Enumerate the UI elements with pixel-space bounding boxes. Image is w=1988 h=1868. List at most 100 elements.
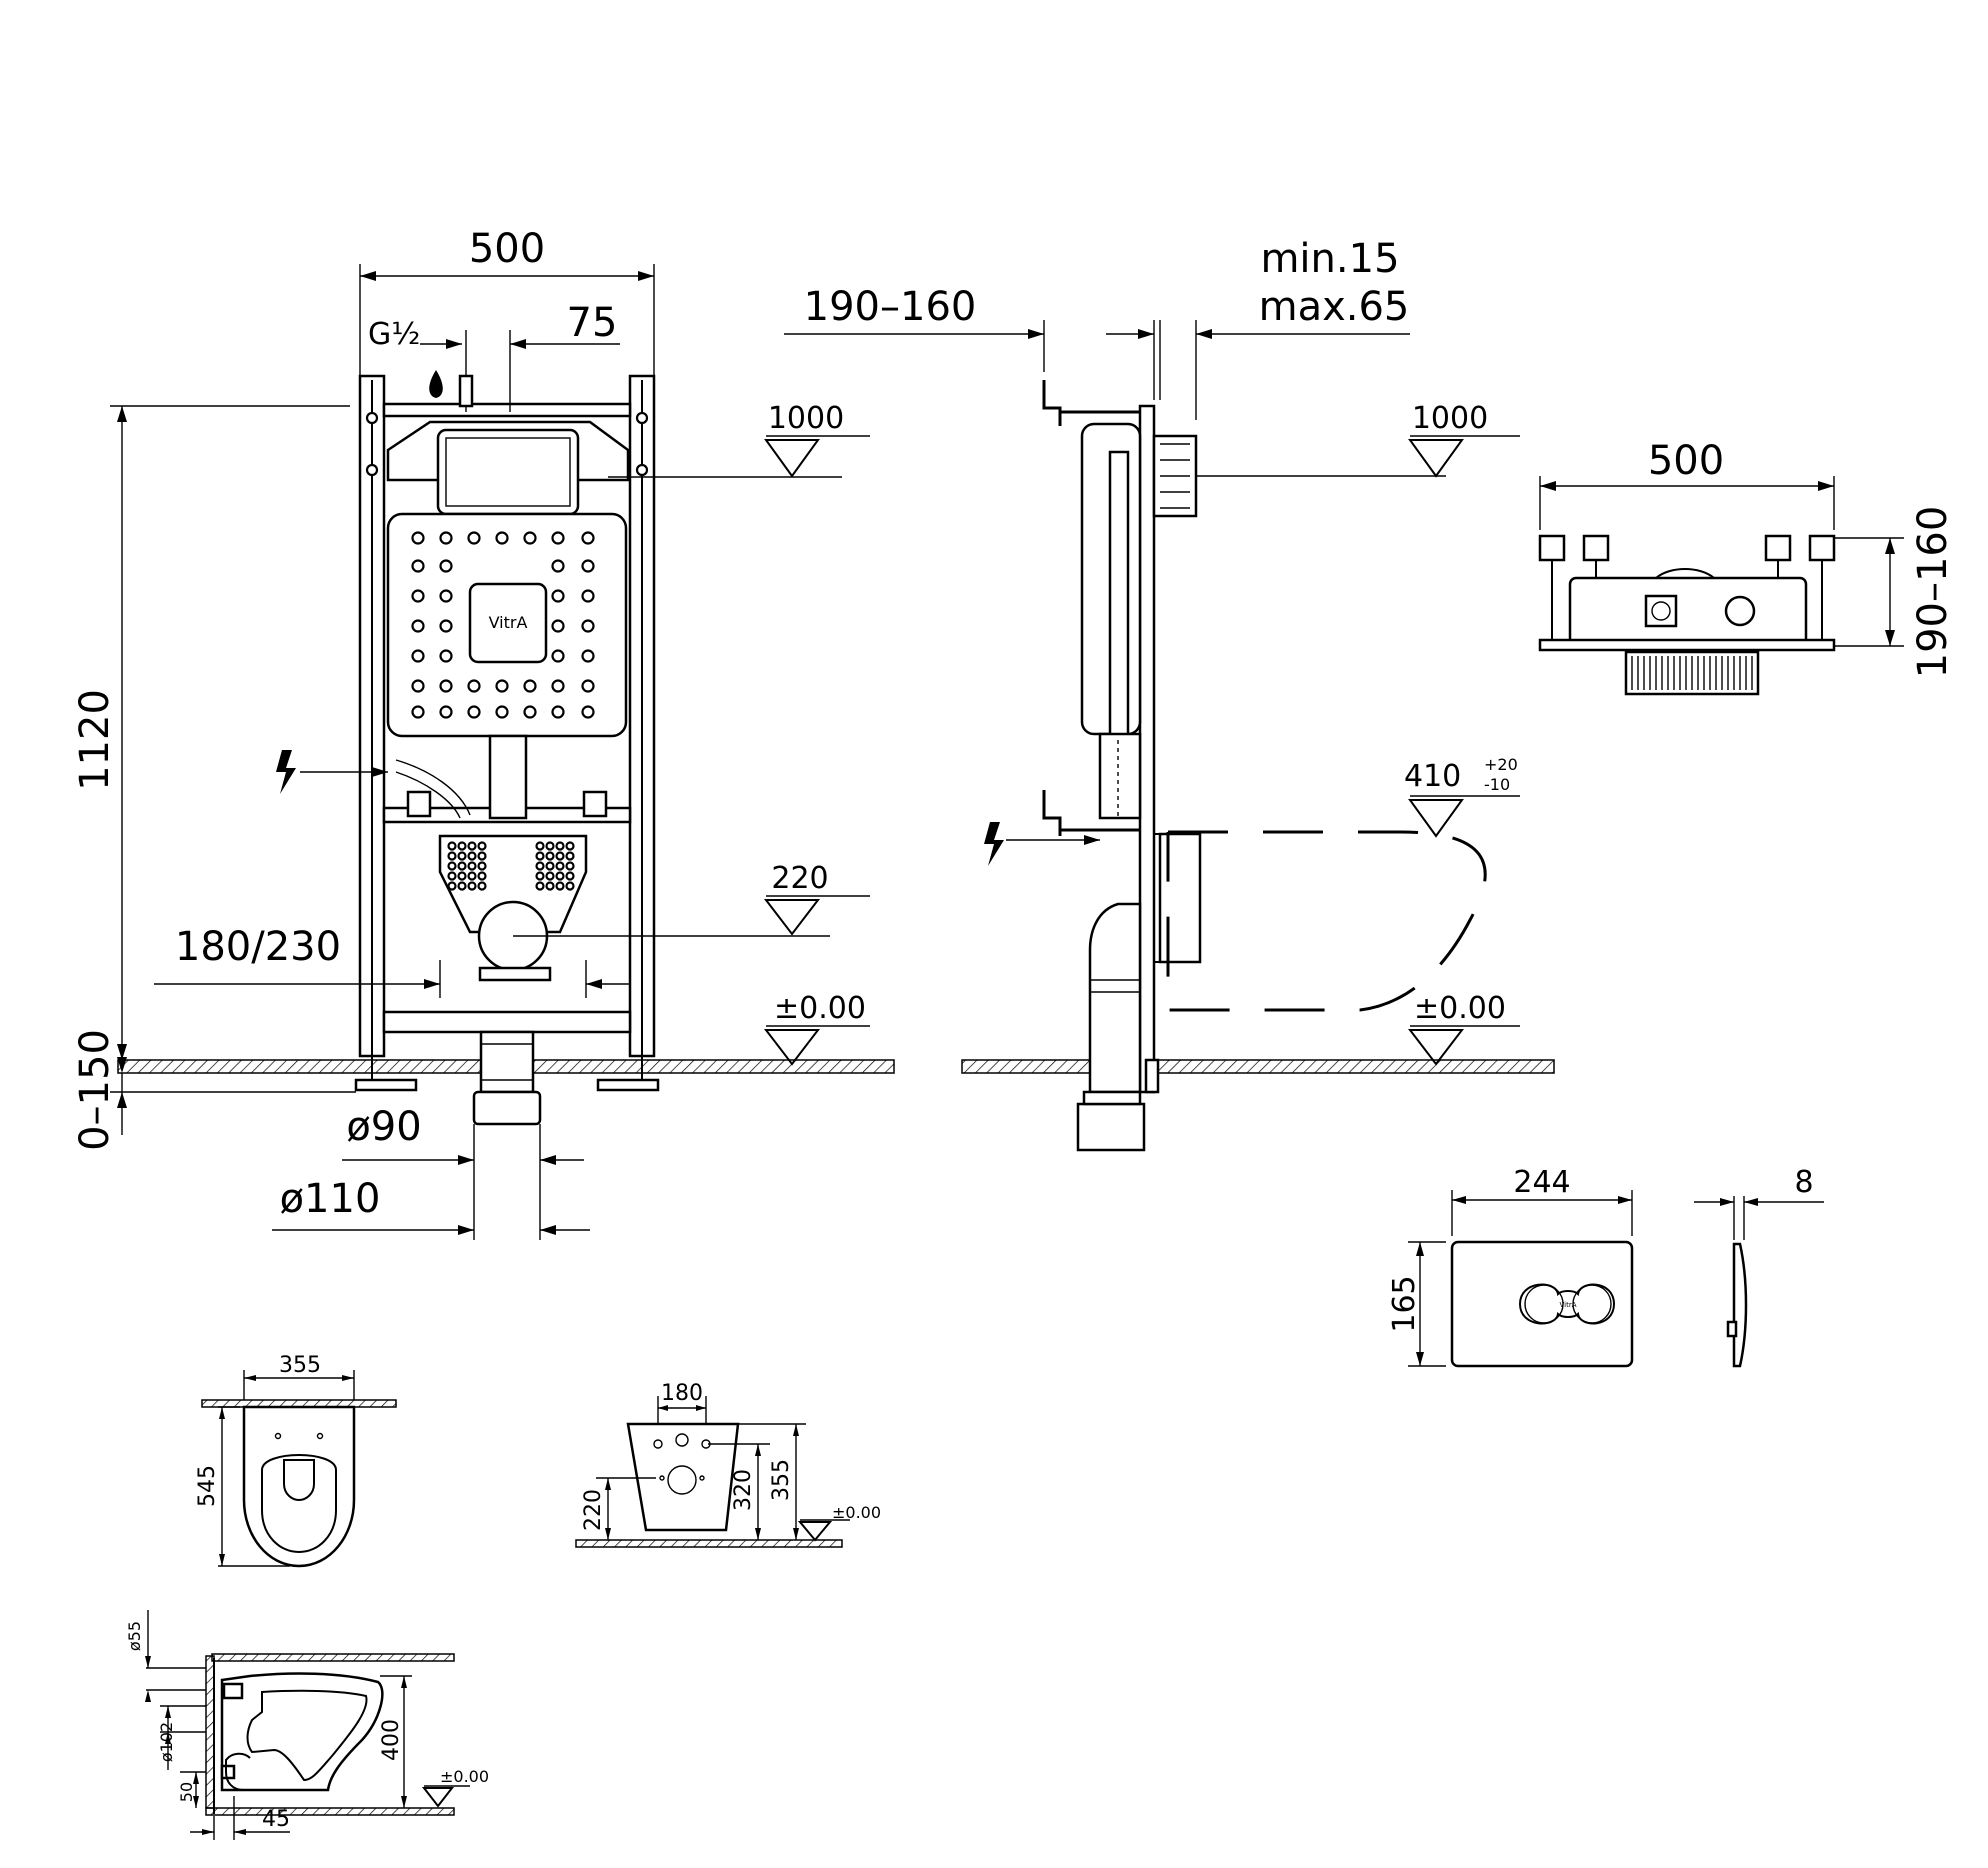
mount-dot — [447, 871, 457, 881]
side-floor-level-marker — [1407, 1029, 1465, 1066]
mount-dot — [535, 841, 545, 851]
frame-bottom-bar — [382, 1010, 632, 1034]
top-width-label: 500 — [1648, 438, 1724, 484]
mount-dot-grid — [447, 841, 575, 891]
side-frame-upright — [1138, 404, 1156, 1094]
cistern-dot — [439, 559, 453, 573]
cistern-dot — [551, 619, 565, 633]
frame-left-foot — [354, 1078, 418, 1092]
bowl-top-view: 355 545 — [195, 1353, 397, 1568]
side-flush-level: 1000 — [1412, 401, 1488, 436]
cistern-dot — [551, 705, 565, 719]
mount-dot — [477, 871, 487, 881]
wall-min-label: min.15 — [1260, 236, 1399, 282]
mount-dot — [565, 871, 575, 881]
cistern-dot — [411, 559, 425, 573]
cistern-dot — [581, 705, 595, 719]
drain-level-label: 220 — [771, 861, 828, 896]
flush-plate — [1450, 1240, 1634, 1368]
side-cistern-pipe — [1108, 450, 1130, 740]
bowl-tol-minus: -10 — [1484, 775, 1510, 794]
cistern-dot — [411, 679, 425, 693]
bowl-length-label: 545 — [195, 1465, 220, 1507]
cistern-dot — [581, 619, 595, 633]
cistern-dot — [411, 705, 425, 719]
bowl-front-floor-level: ±0.00 — [832, 1503, 881, 1522]
cistern-dot — [581, 589, 595, 603]
front-floor-level: ±0.00 — [774, 991, 866, 1026]
cistern-dot — [411, 619, 425, 633]
fixing-spacing-label: 180/230 — [175, 924, 341, 970]
bowl-top-water — [283, 1459, 315, 1502]
mount-dot — [477, 861, 487, 871]
water-inlet-icon — [429, 370, 443, 398]
right-bracket — [582, 790, 608, 818]
bowl-side-floor-level: ±0.00 — [440, 1767, 489, 1786]
mount-dot — [467, 871, 477, 881]
side-electric-icon — [984, 822, 1004, 866]
wall-max-label: max.65 — [1259, 284, 1410, 330]
plate-brand: VitrA — [1560, 1301, 1577, 1309]
mount-dot — [545, 841, 555, 851]
mount-dot — [555, 851, 565, 861]
cistern-dot — [495, 679, 509, 693]
mount-dot — [555, 861, 565, 871]
outlet-height-label: 50 — [177, 1782, 196, 1802]
cistern-dot — [439, 619, 453, 633]
frame-top-bar — [382, 402, 632, 418]
front-floor-level-marker — [763, 1029, 821, 1066]
cistern-dot — [523, 679, 537, 693]
cistern-dot — [551, 559, 565, 573]
mount-dot — [467, 841, 477, 851]
plate-thickness-label: 8 — [1794, 1165, 1813, 1200]
mount-dot — [457, 881, 467, 891]
cistern-dot — [467, 531, 481, 545]
bowl-width-label: 355 — [279, 1353, 321, 1378]
mount-dot — [565, 841, 575, 851]
mount-dot — [447, 841, 457, 851]
mount-dot — [535, 881, 545, 891]
cistern-dot — [467, 705, 481, 719]
thread-label: G½ — [368, 317, 420, 352]
flush-plate-view: 244 VitrA 165 8 — [1387, 1165, 1824, 1368]
mount-dot — [545, 861, 555, 871]
bowl-tol-plus: +20 — [1484, 755, 1518, 774]
bowl-side-inlet — [222, 1682, 244, 1700]
inlet-d-label: ø55 — [125, 1621, 144, 1651]
mount-dot — [565, 861, 575, 871]
side-drain-end — [1076, 1102, 1146, 1152]
mount-dot — [447, 881, 457, 891]
bowl-side-view: ø55 ø102 50 400 ±0.00 45 — [125, 1610, 489, 1840]
drain-pipe-end — [472, 1090, 542, 1126]
top-valve-square — [1644, 594, 1678, 628]
bolt-height-label: 220 — [581, 1489, 606, 1531]
side-depth-label: 190–160 — [804, 284, 977, 330]
top-post-4 — [1808, 534, 1836, 562]
bowl-side-outlet — [220, 1764, 236, 1780]
bowl-side-ground — [205, 1807, 455, 1816]
bowl-front-view: 180 220 320 355 ±0.00 — [575, 1381, 881, 1548]
top-cistern — [1568, 576, 1808, 648]
mount-dot — [457, 861, 467, 871]
mount-dot — [447, 861, 457, 871]
mount-dot — [467, 881, 477, 891]
mount-dot — [555, 841, 565, 851]
cistern-dot — [581, 679, 595, 693]
top-view: 500 190–160 — [1538, 438, 1956, 696]
flush-opening — [436, 428, 580, 516]
cistern-dot — [411, 589, 425, 603]
bowl-side-floor — [211, 1653, 455, 1662]
cistern-dot — [495, 531, 509, 545]
flush-plate-side — [1732, 1242, 1748, 1368]
left-bracket — [406, 790, 432, 818]
drain-pipe — [479, 1030, 535, 1094]
pipe-d1-label: ø90 — [346, 1104, 421, 1150]
mount-dot — [477, 881, 487, 891]
mount-dot — [535, 871, 545, 881]
cistern-dot — [467, 679, 481, 693]
cistern-dot — [581, 649, 595, 663]
cistern-dot — [581, 559, 595, 573]
inlet-offset-label: 75 — [567, 300, 618, 346]
pipe-d2-label: ø110 — [280, 1176, 381, 1222]
electric-icon — [276, 750, 296, 794]
